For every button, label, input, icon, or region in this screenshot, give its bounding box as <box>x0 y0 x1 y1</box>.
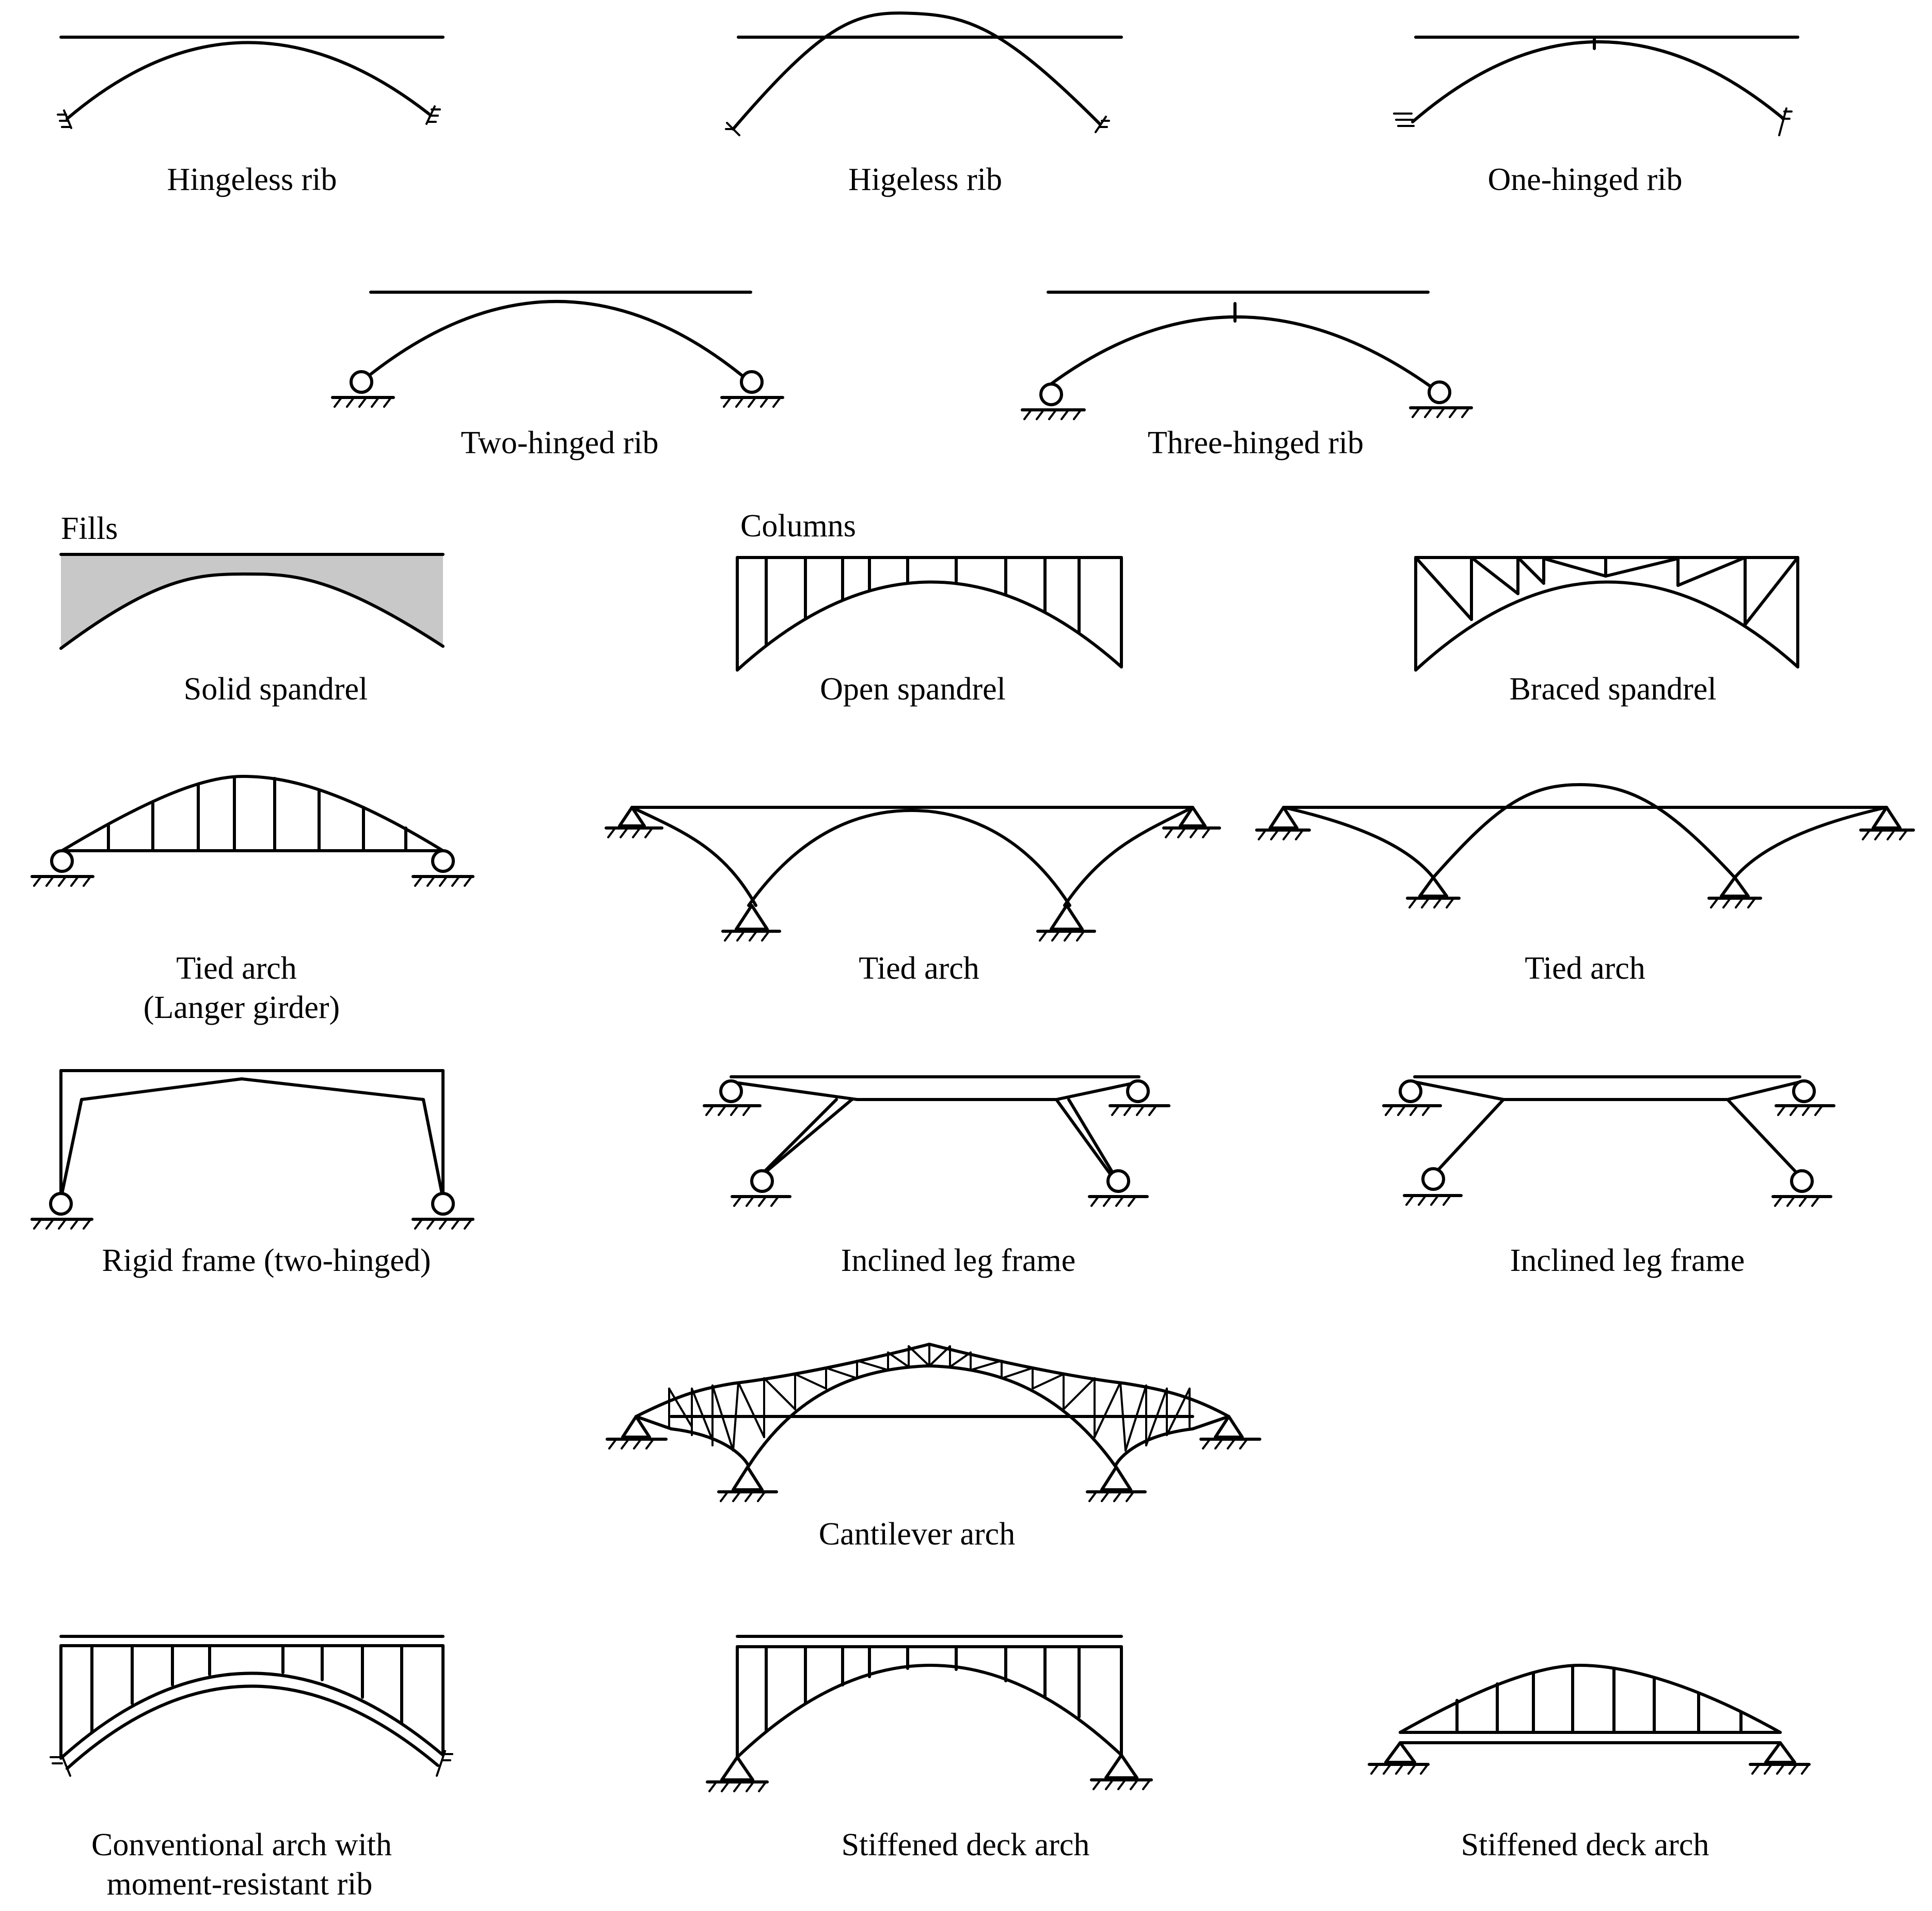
hinge-icon <box>1039 383 1063 406</box>
support-icon <box>1050 904 1084 931</box>
fixed-support-icon <box>57 109 72 129</box>
caption-tied-arch-2: Tied arch <box>859 951 979 986</box>
caption-stiffened-deck-arch-1: Stiffened deck arch <box>841 1827 1090 1862</box>
tied-arch-diagram-2 <box>1255 783 1915 909</box>
hinge-icon <box>750 1169 774 1193</box>
cantilever-arch-diagram <box>606 1343 1261 1502</box>
support-icon <box>732 1466 764 1491</box>
fixed-support-icon <box>425 105 441 125</box>
hinge-icon <box>1106 1169 1130 1193</box>
caption-braced-spandrel: Braced spandrel <box>1509 672 1717 707</box>
support-icon <box>1720 876 1750 898</box>
fixed-support-icon <box>725 122 740 136</box>
three-hinged-rib-diagram <box>1021 291 1473 420</box>
caption-two-hinged-rib: Two-hinged rib <box>461 425 659 460</box>
fixed-support-icon <box>1393 113 1415 127</box>
braced-spandrel-diagram <box>1414 556 1799 672</box>
solid-spandrel-diagram <box>59 553 445 650</box>
open-spandrel-diagram <box>736 556 1123 672</box>
caption-solid-spandrel: Solid spandrel <box>183 672 368 707</box>
hingeless-rib-diagram <box>57 36 445 129</box>
caption-higeless-rib: Higeless rib <box>848 162 1002 197</box>
fixed-support-icon <box>50 1752 71 1777</box>
stiffened-deck-arch-diagram <box>706 1635 1153 1792</box>
hinge-icon <box>1792 1079 1816 1103</box>
caption-stiffened-deck-arch-2: Stiffened deck arch <box>1461 1827 1709 1862</box>
hinge-icon <box>1428 380 1451 404</box>
higeless-rib-diagram <box>725 11 1123 136</box>
support-icon <box>1418 876 1448 898</box>
conventional-arch-diagram <box>50 1635 453 1777</box>
caption-one-hinged-rib: One-hinged rib <box>1487 162 1683 197</box>
caption-tied-arch-3: Tied arch <box>1525 951 1645 986</box>
support-icon <box>1179 806 1207 827</box>
caption-inclined-leg-frame-1: Inclined leg frame <box>841 1243 1076 1278</box>
label-columns: Columns <box>740 508 856 544</box>
fixed-support-icon <box>436 1750 453 1777</box>
support-icon <box>1764 1741 1796 1764</box>
tied-arch-langer-girder-diagram <box>30 775 474 887</box>
support-icon <box>1384 1741 1416 1764</box>
hinge-icon <box>431 1192 455 1216</box>
support-icon <box>621 1415 651 1439</box>
support-icon <box>1269 806 1298 830</box>
support-icon <box>1100 1466 1132 1491</box>
caption-open-spandrel: Open spandrel <box>820 672 1006 707</box>
label-fills: Fills <box>61 511 118 546</box>
one-hinged-rib-diagram <box>1393 36 1799 136</box>
caption-cantilever-arch: Cantilever arch <box>818 1517 1016 1552</box>
hinge-icon <box>1399 1079 1422 1103</box>
hinge-icon <box>1421 1167 1445 1191</box>
hinge-icon <box>1790 1169 1814 1193</box>
tied-arch-diagram <box>605 806 1221 942</box>
caption-three-hinged-rib: Three-hinged rib <box>1147 425 1364 460</box>
support-icon <box>720 1756 754 1781</box>
hinge-icon <box>1126 1079 1150 1103</box>
two-hinged-rib-diagram <box>331 291 784 408</box>
inclined-leg-frame-diagram-2 <box>1382 1075 1835 1207</box>
caption-rigid-frame: Rigid frame (two-hinged) <box>102 1243 431 1278</box>
hinge-icon <box>350 370 373 394</box>
support-icon <box>1214 1415 1244 1439</box>
hinge-icon <box>50 849 74 873</box>
hinge-icon <box>431 849 455 873</box>
caption-hingeless-rib: Hingeless rib <box>167 162 337 197</box>
hinge-icon <box>719 1079 743 1103</box>
rigid-frame-diagram <box>30 1069 474 1230</box>
caption-tied-arch-langer: Tied arch <box>176 951 297 986</box>
caption-inclined-leg-frame-2: Inclined leg frame <box>1510 1243 1745 1278</box>
caption-moment-resistant-rib: moment-resistant rib <box>106 1867 373 1902</box>
support-icon <box>735 904 769 931</box>
support-icon <box>618 806 646 827</box>
inclined-leg-frame-diagram <box>703 1075 1170 1207</box>
fixed-support-icon <box>1095 116 1110 133</box>
support-icon <box>1872 806 1902 830</box>
hinge-icon <box>49 1192 73 1216</box>
hinge-icon <box>740 370 764 394</box>
support-icon <box>1104 1754 1138 1779</box>
fixed-support-icon <box>1778 107 1793 136</box>
stiffened-deck-arch-diagram-2 <box>1368 1664 1811 1775</box>
caption-conventional-arch: Conventional arch with <box>91 1827 392 1862</box>
caption-langer-girder: (Langer girder) <box>143 990 340 1025</box>
